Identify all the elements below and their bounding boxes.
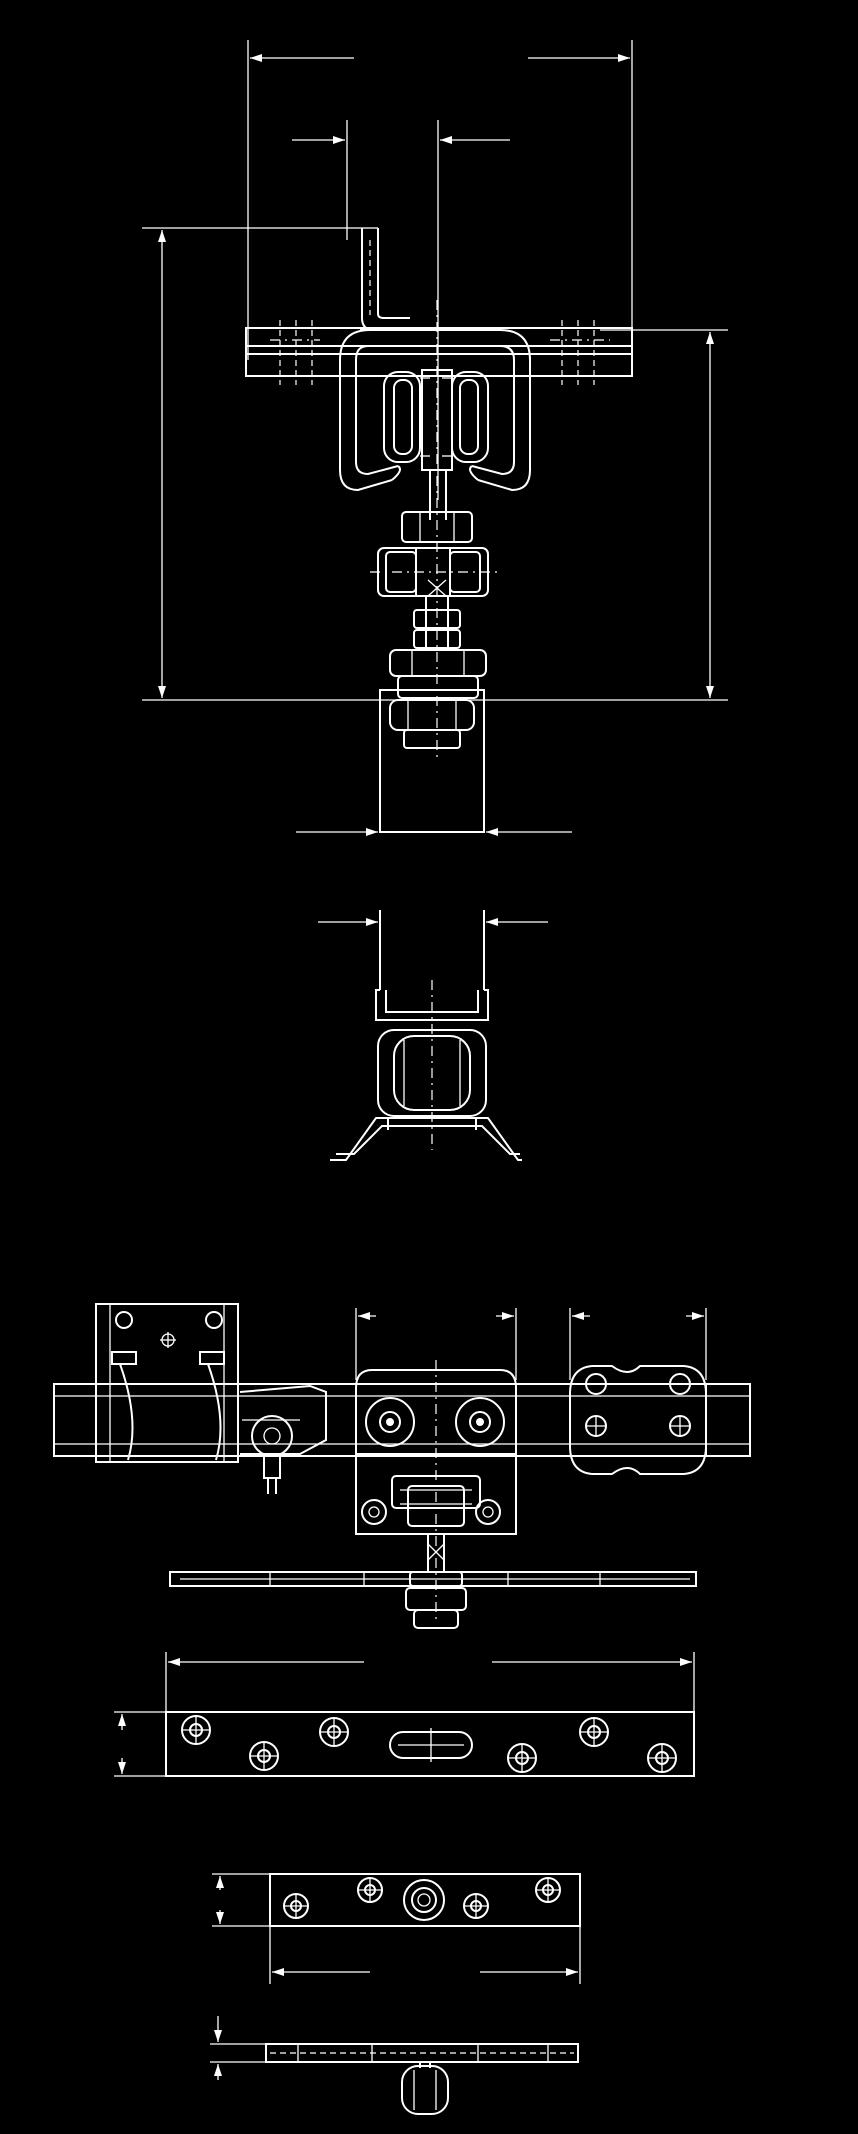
short-plate-hole [463, 1893, 489, 1919]
trolley-side-view [53, 1303, 751, 1629]
trolley-wheel-left [383, 371, 430, 463]
short-plate-hole [357, 1877, 383, 1903]
short-plate-center-stud [403, 1879, 445, 1921]
side-flat-bar [169, 1571, 697, 1587]
short-plate-hole [535, 1877, 561, 1903]
right-pipe-clamp [569, 1365, 751, 1475]
swivel-bolt [370, 547, 500, 597]
flange-bolt-left [270, 320, 320, 385]
plate-hole [647, 1743, 677, 1773]
end-guide-view [318, 910, 548, 1161]
left-end-clamp [53, 1303, 239, 1463]
short-mounting-plate-view [212, 1873, 581, 1984]
hanger-nut-lower [389, 649, 487, 699]
trolley-wheel-right [442, 371, 489, 463]
long-mounting-plate-view [114, 1652, 695, 1777]
hanging-tube [379, 689, 485, 833]
plate-hole [181, 1715, 211, 1745]
c-rail-profile [339, 329, 531, 492]
plate-hole [579, 1717, 609, 1747]
short-plate-edge-view [210, 2016, 579, 2115]
plate-hole [319, 1717, 349, 1747]
lever-arm [239, 1384, 327, 1494]
plate-hole [507, 1743, 537, 1773]
guide-base-bracket [330, 1117, 522, 1161]
plate-hole [249, 1741, 279, 1771]
hanger-nut-middle [413, 609, 461, 649]
hanger-nut-upper [401, 511, 473, 543]
flange-bolt-right [550, 320, 610, 385]
plate-slot [389, 1728, 473, 1762]
edge-stud [401, 2062, 449, 2115]
trolley-body [355, 1360, 517, 1620]
trolley-front-view [142, 40, 728, 836]
short-plate-hole [283, 1893, 309, 1919]
